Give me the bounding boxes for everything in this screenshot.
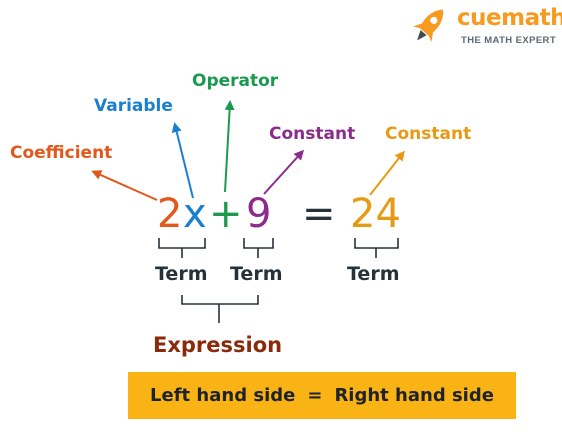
constant-rhs-arrow xyxy=(369,150,405,196)
brand-tagline: THE MATH EXPERT xyxy=(461,35,557,46)
constant-rhs-value: 24 xyxy=(350,191,401,237)
variable-value: x xyxy=(183,191,207,237)
coefficient-value: 2 xyxy=(157,191,183,237)
coefficient-arrow xyxy=(91,170,158,201)
coefficient-label: Coefficient xyxy=(10,143,113,163)
term2-bracket xyxy=(243,238,274,258)
constant-lhs-value: 9 xyxy=(246,191,272,237)
variable-label: Variable xyxy=(94,96,173,116)
expression-label: Expression xyxy=(153,333,283,357)
expression-bracket xyxy=(181,295,259,323)
constant-lhs-label: Constant xyxy=(269,124,356,144)
term1-bracket xyxy=(158,238,206,258)
term3-label: Term xyxy=(347,263,400,285)
right-hand-side-label: Right hand side xyxy=(334,385,494,406)
term1-label: Term xyxy=(155,263,208,285)
operator-label: Operator xyxy=(192,71,279,91)
term2-label: Term xyxy=(230,263,283,285)
constant-rhs-label: Constant xyxy=(385,124,472,144)
sides-equals-sign: = xyxy=(307,385,323,406)
operator-value: + xyxy=(209,191,243,237)
cuemath-logo: cuemath THE MATH EXPERT xyxy=(405,2,562,48)
sides-text: Left hand side = Right hand side xyxy=(128,372,516,419)
equals-sign: = xyxy=(302,191,336,237)
sides-banner: Left hand side = Right hand side xyxy=(128,372,516,419)
term3-bracket xyxy=(354,238,399,258)
rocket-icon xyxy=(413,9,444,42)
left-hand-side-label: Left hand side xyxy=(150,385,296,406)
constant-lhs-arrow xyxy=(263,149,305,195)
variable-arrow xyxy=(171,122,194,199)
operator-arrow xyxy=(224,100,235,193)
brand-name: cuemath xyxy=(457,5,562,31)
